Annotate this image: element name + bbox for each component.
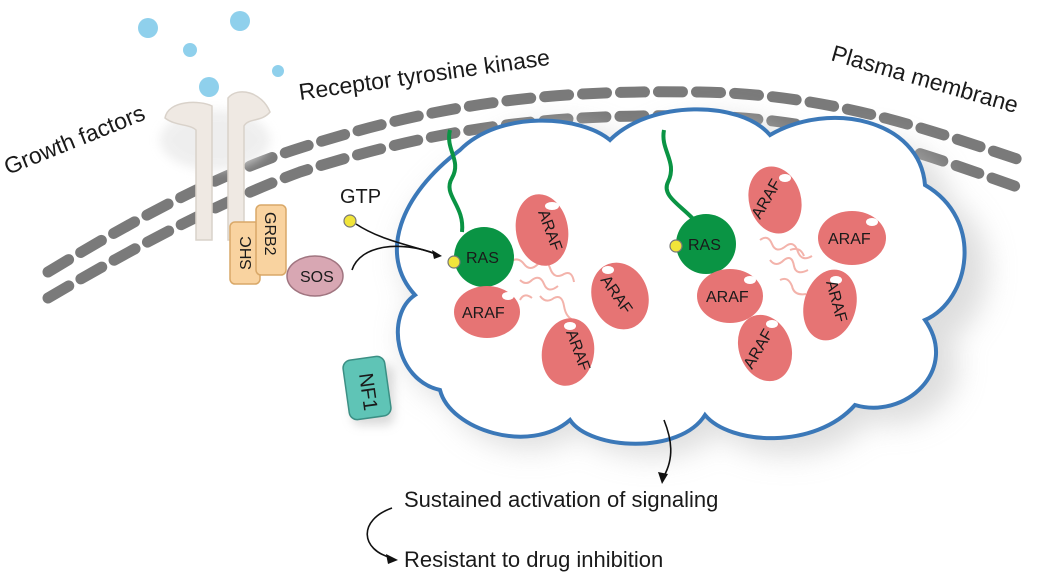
- grb2-label: GRB2: [261, 212, 278, 256]
- araf-protein: ARAF: [454, 286, 520, 338]
- ras-tail-right: [661, 129, 702, 230]
- sos-arrow: [351, 245, 437, 271]
- nf1-protein: NF1: [342, 355, 394, 425]
- growth-factors-label: Growth factors: [0, 100, 148, 180]
- growth-factor-particle: [272, 65, 284, 77]
- receptor-tyrosine-kinase: [160, 91, 271, 241]
- growth-factor-particle: [230, 11, 250, 31]
- ras-protein: [676, 214, 736, 274]
- grb2-protein: [255, 204, 287, 276]
- araf-label: ARAF: [706, 289, 749, 306]
- araf-protein: ARAF: [737, 314, 793, 382]
- ras-araf-cluster-left: RAS ARAF ARAF ARAF ARAF: [447, 129, 649, 386]
- gtp-molecule: GTP: [340, 186, 442, 271]
- sos-label: SOS: [300, 269, 334, 286]
- araf-protein: ARAF: [697, 269, 763, 323]
- growth-factor-particle: [199, 77, 219, 97]
- araf-label: ARAF: [828, 231, 871, 248]
- araf-protein: ARAF: [541, 318, 595, 386]
- araf-label: ARAF: [462, 305, 505, 322]
- sos-protein: [286, 255, 344, 297]
- ras-label: RAS: [466, 250, 499, 267]
- growth-factor-particle: [183, 43, 197, 57]
- outcome-2-label: Resistant to drug inhibition: [404, 547, 663, 572]
- outcome-arrow-down: [663, 419, 672, 477]
- gtp-bound-dot: [447, 255, 461, 269]
- receptor-right-arm: [227, 91, 271, 241]
- shc-label: SHC: [238, 236, 255, 270]
- araf-protein: ARAF: [818, 211, 886, 265]
- ras-protein: [454, 227, 514, 287]
- nf1-label: NF1: [354, 372, 381, 412]
- growth-factor-particle: [138, 18, 158, 38]
- ras-araf-cluster-right: RAS ARAF ARAF ARAF ARAF ARAF: [661, 129, 886, 382]
- ras-tail-left: [447, 129, 465, 233]
- ras-label: RAS: [688, 237, 721, 254]
- gtp-label: GTP: [340, 186, 381, 208]
- araf-protein: ARAF: [748, 166, 802, 234]
- growth-factor-particles: [138, 11, 284, 97]
- gtp-bound-dot: [669, 239, 683, 253]
- gtp-dot: [343, 214, 357, 228]
- araf-protein: ARAF: [515, 194, 569, 266]
- condensate-cloud: [394, 107, 967, 446]
- araf-protein: ARAF: [591, 262, 649, 330]
- araf-protein: ARAF: [803, 269, 857, 341]
- adaptor-complex: SHC GRB2 SOS: [229, 204, 344, 297]
- outcome-arrow-curve: [366, 507, 393, 559]
- receptor-left-arm: [164, 101, 213, 241]
- outcome-1-label: Sustained activation of signaling: [404, 487, 718, 512]
- linker-squiggles: [759, 236, 813, 296]
